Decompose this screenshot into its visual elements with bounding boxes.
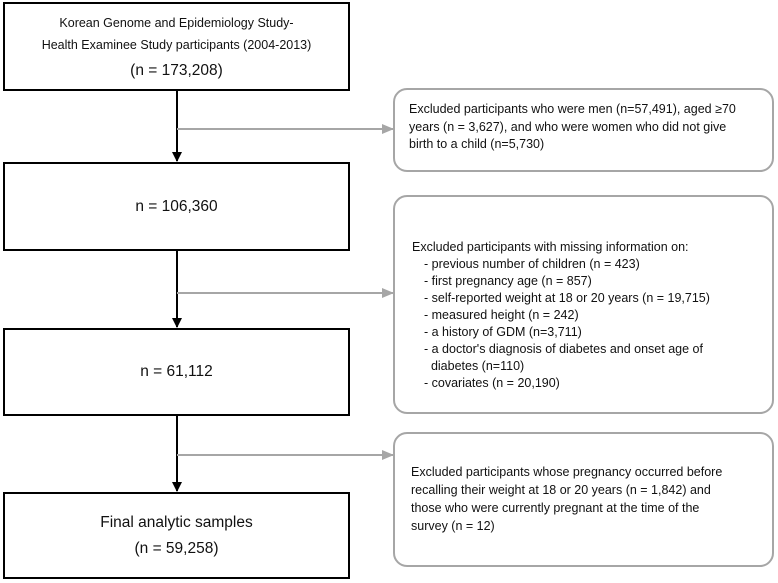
final-title: Final analytic samples	[100, 513, 253, 531]
exclusion-3-line1: Excluded participants whose pregnancy oc…	[411, 465, 723, 479]
list-item: - a history of GDM (n=3,711)	[424, 325, 582, 339]
step3-count: n = 61,112	[140, 363, 213, 380]
list-item: - measured height (n = 242)	[424, 308, 579, 322]
exclusion-2-list: - previous number of children (n = 423) …	[412, 256, 772, 392]
list-item: - covariates (n = 20,190)	[424, 376, 560, 390]
exclusion-1-line2: years (n = 3,627), and who were women wh…	[409, 119, 727, 134]
exclusion-2-heading: Excluded participants with missing infor…	[412, 240, 689, 254]
exclusion-3-line3: those who were currently pregnant at the…	[411, 501, 700, 515]
list-item: - self-reported weight at 18 or 20 years…	[424, 291, 710, 305]
exclusion-1-line3: birth to a child (n=5,730)	[409, 137, 545, 151]
initial-study-name-line1: Korean Genome and Epidemiology Study-	[59, 15, 294, 30]
list-item: diabetes (n=110)	[424, 359, 525, 373]
step2-count: n = 106,360	[135, 197, 218, 215]
exclusion-3-line2: recalling their weight at 18 or 20 years…	[411, 483, 711, 497]
box-final-samples: Final analytic samples (n = 59,258)	[3, 492, 350, 579]
exclusion-box-1: Excluded participants who were men (n=57…	[393, 88, 774, 172]
exclusion-box-3: Excluded participants whose pregnancy oc…	[393, 432, 774, 567]
initial-study-name-line2: Health Examinee Study participants (2004…	[41, 37, 312, 52]
box-after-second-exclusion: n = 61,112	[3, 328, 350, 416]
list-item: - first pregnancy age (n = 857)	[424, 274, 592, 288]
list-item: - previous number of children (n = 423)	[424, 257, 640, 271]
final-count: (n = 59,258)	[134, 539, 219, 557]
exclusion-box-2: Excluded participants with missing infor…	[393, 195, 774, 414]
exclusion-3-line4: survey (n = 12)	[411, 519, 495, 533]
list-item: - a doctor's diagnosis of diabetes and o…	[424, 342, 703, 356]
initial-count: (n = 173,208)	[130, 61, 223, 79]
box-initial-participants: Korean Genome and Epidemiology Study- He…	[3, 2, 350, 91]
exclusion-1-line1: Excluded participants who were men (n=57…	[409, 102, 736, 116]
box-after-first-exclusion: n = 106,360	[3, 162, 350, 251]
